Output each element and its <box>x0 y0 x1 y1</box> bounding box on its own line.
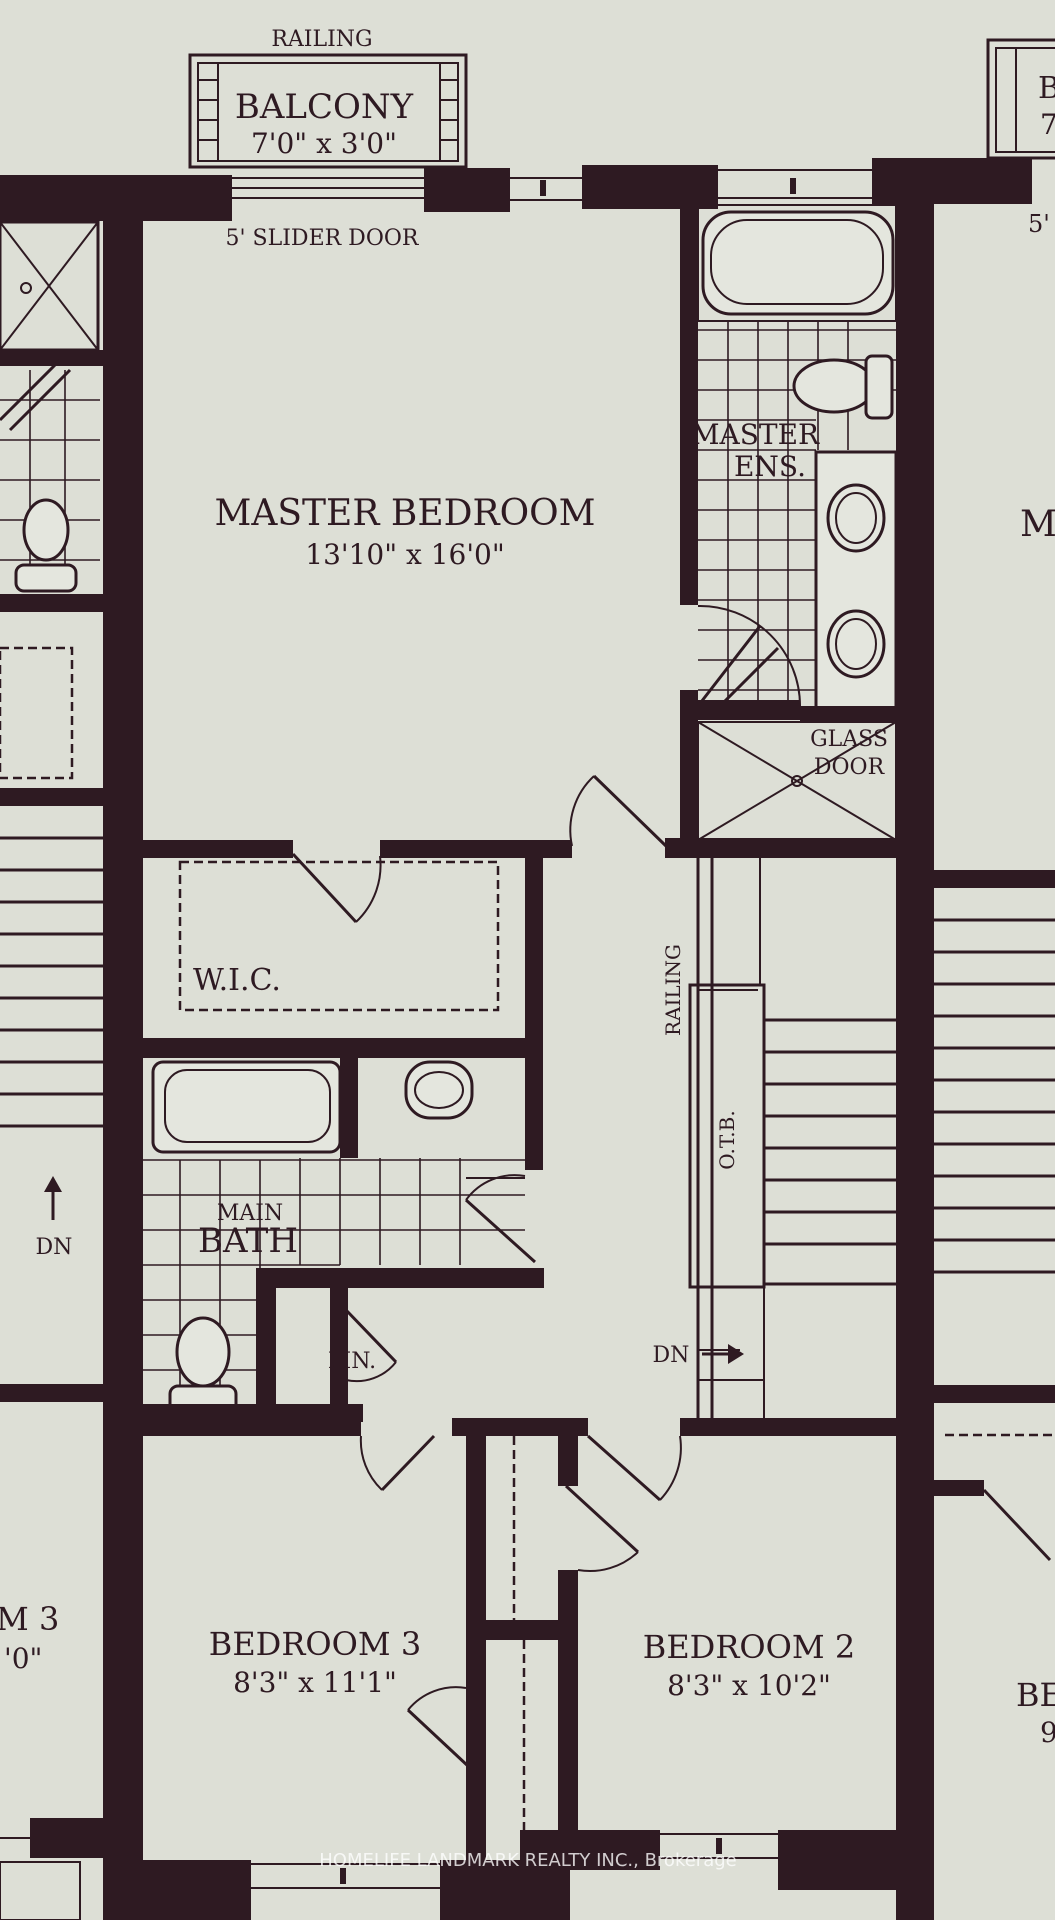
labels: RAILING BALCONY 7'0" x 3'0" 5' SLIDER DO… <box>0 27 1055 1749</box>
railing-label-top: RAILING <box>271 27 372 52</box>
main-bath <box>143 1058 544 1422</box>
walk-in-closet <box>143 858 543 1170</box>
edge-label-right-7: 7 <box>1040 108 1055 141</box>
stair-opening <box>680 856 896 1436</box>
edge-label-right-b: B <box>1038 71 1055 106</box>
vertical-walls <box>103 175 934 1920</box>
otb-label: O.T.B. <box>715 1110 739 1169</box>
edge-label-right-m: M <box>1020 504 1055 545</box>
edge-label-right-top: 5' <box>1028 210 1050 238</box>
bedroom-walls <box>143 1418 896 1920</box>
master-ensuite-label-1: MASTER <box>691 418 820 451</box>
master-ensuite <box>665 204 898 858</box>
balcony <box>188 53 468 169</box>
edge-label-left-0: '0" <box>4 1642 42 1675</box>
balcony-label: BALCONY <box>235 87 414 127</box>
edge-label-left-m3: M 3 <box>0 1600 59 1638</box>
bedroom-3-size: 8'3" x 11'1" <box>233 1666 397 1699</box>
master-bedroom-label: MASTER BEDROOM <box>215 493 596 534</box>
bedroom-3-label: BEDROOM 3 <box>209 1625 421 1663</box>
brokerage-watermark: HOMELIFE LANDMARK REALTY INC., Brokerage <box>319 1850 736 1871</box>
glass-door-label-1: GLASS <box>810 727 888 752</box>
balcony-size-label: 7'0" x 3'0" <box>251 127 397 160</box>
bedroom-2-size: 8'3" x 10'2" <box>667 1669 831 1702</box>
linen-label: LIN. <box>328 1349 376 1374</box>
left-neighbor-unit <box>0 220 105 1920</box>
edge-label-right-be: BE <box>1016 1676 1055 1714</box>
master-bedroom <box>143 840 572 924</box>
main-bath-label-1: MAIN <box>217 1201 283 1226</box>
master-bedroom-size: 13'10" x 16'0" <box>305 538 504 571</box>
main-bath-label-2: BATH <box>198 1221 298 1261</box>
master-door <box>569 774 668 848</box>
bedroom-2-label: BEDROOM 2 <box>643 1628 855 1666</box>
linen-closet <box>330 1288 398 1408</box>
right-neighbor-unit <box>934 870 1055 1562</box>
exterior-wall-top <box>0 158 1032 221</box>
glass-door-label-2: DOOR <box>814 755 886 780</box>
wic-label: W.I.C. <box>193 963 281 998</box>
down-label-left: DN <box>36 1235 73 1260</box>
edge-label-right-9: 9 <box>1040 1716 1055 1749</box>
slider-door-label: 5' SLIDER DOOR <box>226 226 420 251</box>
master-ensuite-label-2: ENS. <box>734 450 806 483</box>
railing-label-side: RAILING <box>661 944 685 1036</box>
down-label-center: DN <box>653 1343 690 1368</box>
